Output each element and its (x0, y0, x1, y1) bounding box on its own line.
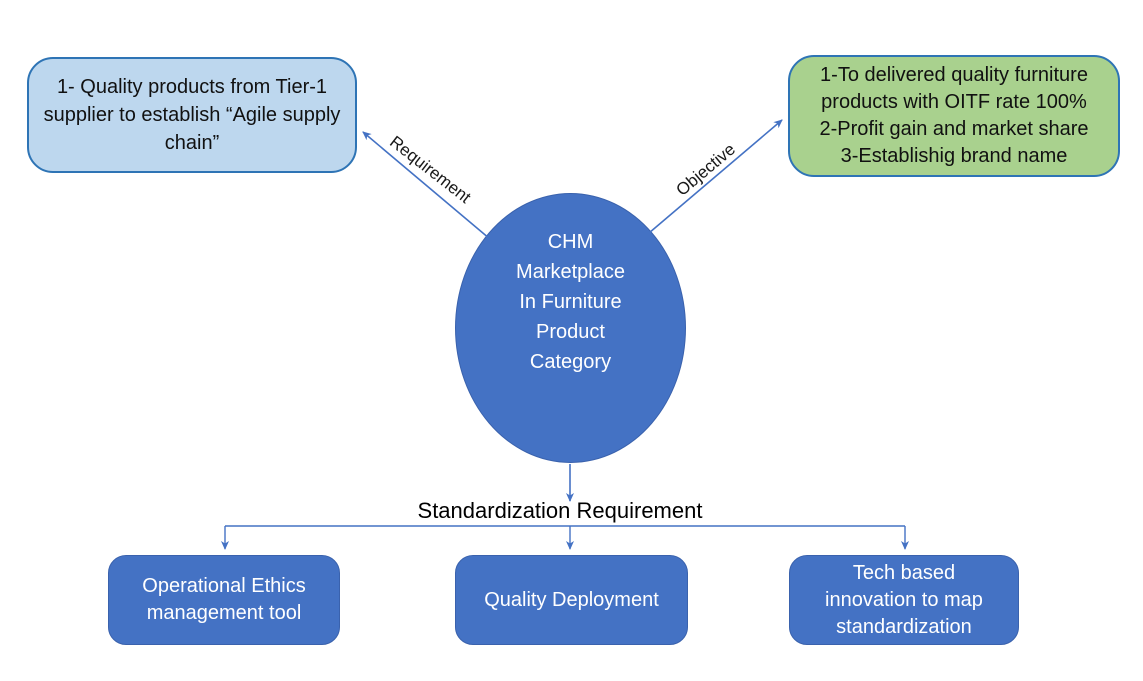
operational-ethics-node: Operational Ethics management tool (108, 555, 340, 645)
standardization-label: Standardization Requirement (417, 498, 703, 523)
objective-node: 1-To delivered quality furniture product… (788, 55, 1120, 177)
quality-deployment-node: Quality Deployment (455, 555, 688, 645)
requirement-node: 1- Quality products from Tier-1 supplier… (27, 57, 357, 173)
objective-arrow (648, 119, 783, 234)
tech-innovation-node: Tech based innovation to map standardiza… (789, 555, 1019, 645)
requirement-arrow (362, 131, 491, 240)
requirement-edge-label: Requirement (386, 132, 475, 208)
objective-edge-label: Objective (672, 139, 739, 200)
center-ellipse-node: CHM Marketplace In Furniture Product Cat… (455, 193, 686, 463)
